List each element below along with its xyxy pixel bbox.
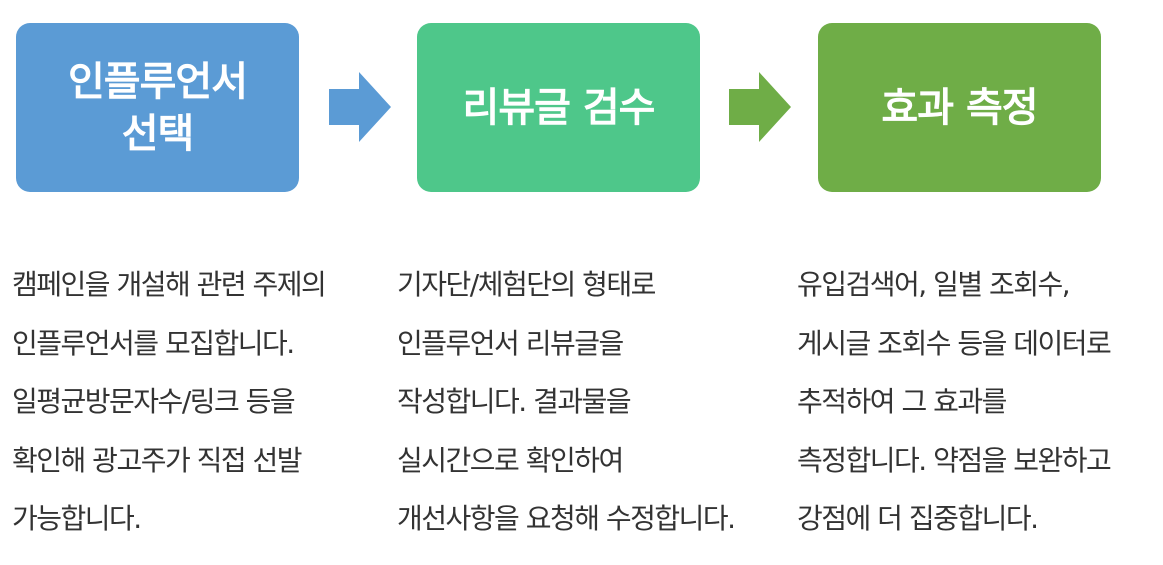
step-box-effect-measurement: 효과 측정 (818, 23, 1101, 192)
description-line: 강점에 더 집중합니다. (797, 502, 1039, 535)
description-line: 기자단/체험단의 형태로 (397, 268, 656, 301)
description-line: 측정합니다. 약점을 보완하고 (797, 443, 1112, 477)
description-line: 게시글 조회수 등을 데이터로 (797, 326, 1112, 360)
description-line: 개선사항을 요청해 수정합니다. (397, 502, 736, 535)
description-line: 가능합니다. (12, 502, 142, 535)
description-line: 추적하여 그 효과를 (797, 385, 1007, 418)
description-line: 인플루언서를 모집합니다. (12, 326, 295, 360)
description-line: 작성합니다. 결과물을 (397, 385, 632, 418)
step-description-2: 기자단/체험단의 형태로 인플루언서 리뷰글을 작성합니다. 결과물을 실시간으… (397, 256, 736, 549)
step-description-3: 유입검색어, 일별 조회수, 게시글 조회수 등을 데이터로 추적하여 그 효과… (797, 256, 1112, 549)
right-arrow-icon (729, 72, 791, 142)
description-line: 인플루언서 리뷰글을 (397, 326, 624, 360)
description-line: 실시간으로 확인하여 (397, 443, 624, 477)
right-arrow-icon (329, 72, 391, 142)
description-line: 일평균방문자수/링크 등을 (12, 385, 296, 418)
step-box-influencer-selection: 인플루언서 선택 (16, 23, 299, 192)
step-box-review-inspection: 리뷰글 검수 (417, 23, 700, 192)
description-line: 캠페인을 개설해 관련 주제의 (12, 268, 327, 301)
description-line: 확인해 광고주가 직접 선발 (12, 443, 303, 477)
description-line: 유입검색어, 일별 조회수, (797, 268, 1071, 301)
step-description-1: 캠페인을 개설해 관련 주제의 인플루언서를 모집합니다. 일평균방문자수/링크… (12, 256, 327, 549)
